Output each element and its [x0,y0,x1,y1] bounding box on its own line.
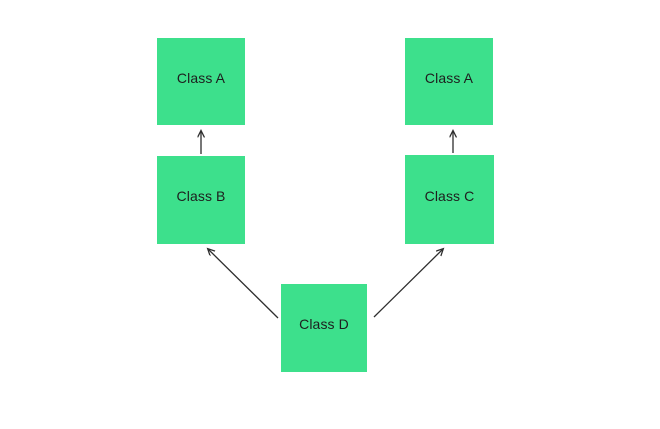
node-label: Class A [176,69,226,86]
arrow-class-d-to-class-c[interactable] [373,249,443,318]
node-class-d[interactable]: Class D [281,284,367,372]
node-label: Class D [299,316,349,332]
node-label: Class C [424,187,475,204]
node-class-a-right[interactable]: Class A [405,38,493,125]
node-label: Class B [176,188,226,204]
node-class-c[interactable]: Class C [405,155,494,244]
arrow-class-d-to-class-b[interactable] [208,249,279,319]
node-label: Class A [424,69,474,86]
node-class-a-left[interactable]: Class A [157,38,245,125]
node-class-b[interactable]: Class B [157,156,245,244]
